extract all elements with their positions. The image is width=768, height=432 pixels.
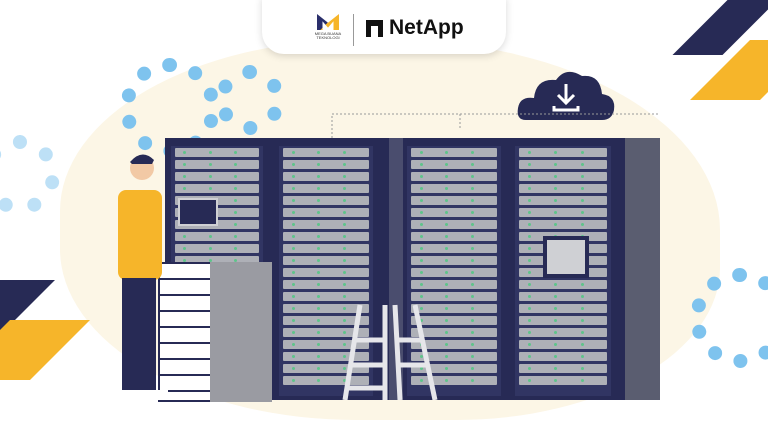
rack-column — [407, 146, 501, 396]
server-unit — [283, 244, 369, 253]
netapp-logo-text: NetApp — [389, 16, 464, 39]
server-unit — [283, 376, 369, 385]
server-unit — [283, 208, 369, 217]
server-unit — [411, 184, 497, 193]
connector-lines — [331, 113, 658, 138]
server-unit — [411, 256, 497, 265]
server-unit — [411, 316, 497, 325]
server-unit — [411, 160, 497, 169]
decor-stripes-bottom-left — [0, 280, 100, 432]
server-unit — [283, 232, 369, 241]
cloud-download-icon — [517, 71, 615, 120]
server-unit — [175, 256, 259, 265]
technician-figure — [116, 154, 168, 400]
server-unit — [519, 220, 607, 229]
server-unit — [283, 172, 369, 181]
partner-logo-mark — [317, 14, 339, 30]
gear-icon — [0, 135, 60, 215]
server-unit — [519, 304, 607, 313]
server-unit — [519, 316, 607, 325]
server-unit — [283, 220, 369, 229]
server-unit — [411, 220, 497, 229]
server-unit — [283, 316, 369, 325]
server-unit — [283, 304, 369, 313]
server-unit — [519, 148, 607, 157]
server-unit — [411, 376, 497, 385]
server-unit — [411, 172, 497, 181]
server-unit — [519, 328, 607, 337]
server-unit — [283, 292, 369, 301]
server-unit — [283, 340, 369, 349]
server-unit — [283, 352, 369, 361]
server-unit — [411, 208, 497, 217]
server-unit — [283, 268, 369, 277]
server-unit — [519, 352, 607, 361]
server-unit — [411, 244, 497, 253]
server-unit — [411, 196, 497, 205]
server-unit — [411, 304, 497, 313]
server-unit — [411, 292, 497, 301]
server-unit — [283, 364, 369, 373]
server-unit — [411, 268, 497, 277]
server-unit — [283, 280, 369, 289]
netapp-logo-icon — [366, 19, 383, 37]
computer-cart — [210, 262, 272, 402]
server-unit — [283, 184, 369, 193]
laptop — [178, 198, 218, 226]
decor-stripes-top-right — [640, 0, 768, 110]
server-unit — [519, 340, 607, 349]
server-unit — [411, 280, 497, 289]
server-unit — [519, 292, 607, 301]
server-unit — [411, 148, 497, 157]
server-unit — [283, 256, 369, 265]
server-unit — [519, 208, 607, 217]
rack-column — [279, 146, 373, 396]
server-unit — [519, 196, 607, 205]
server-unit — [175, 148, 259, 157]
server-unit — [519, 376, 607, 385]
server-unit — [411, 364, 497, 373]
netapp-logo: NetApp — [366, 16, 464, 40]
server-unit — [283, 328, 369, 337]
server-unit — [411, 232, 497, 241]
server-unit — [283, 160, 369, 169]
server-unit — [411, 352, 497, 361]
partner-logo: MEGA BUANA TEKNOLOGI — [308, 14, 348, 41]
server-unit — [283, 148, 369, 157]
gear-icon — [215, 65, 285, 135]
server-unit — [283, 196, 369, 205]
server-unit — [175, 160, 259, 169]
server-unit — [519, 184, 607, 193]
logo-divider — [353, 14, 354, 46]
logo-header — [262, 0, 506, 54]
server-unit — [175, 244, 259, 253]
partner-logo-text: MEGA BUANA TEKNOLOGI — [314, 31, 342, 41]
server-unit — [175, 184, 259, 193]
server-unit — [175, 232, 259, 241]
monitor — [543, 236, 589, 278]
server-unit — [175, 172, 259, 181]
server-unit — [519, 172, 607, 181]
server-unit — [519, 280, 607, 289]
server-unit — [519, 364, 607, 373]
ladder — [342, 304, 438, 400]
server-unit — [519, 160, 607, 169]
